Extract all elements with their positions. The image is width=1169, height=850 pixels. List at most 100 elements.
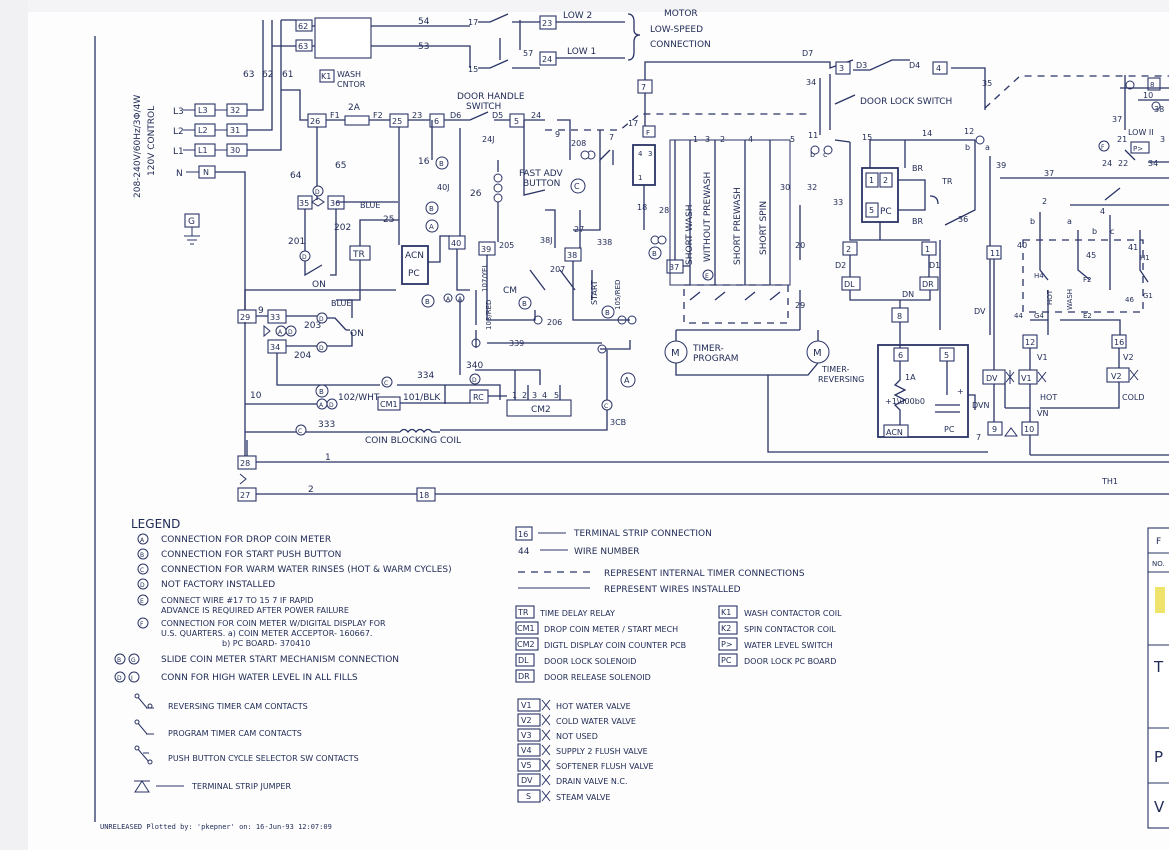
- svg-text:15: 15: [468, 65, 478, 74]
- svg-text:V3: V3: [521, 731, 532, 740]
- svg-text:4: 4: [748, 135, 753, 144]
- svg-text:27: 27: [240, 491, 250, 500]
- svg-text:B: B: [140, 552, 144, 559]
- svg-text:3: 3: [532, 391, 537, 400]
- svg-text:b: b: [965, 143, 970, 152]
- low-speed-switches: 17 15 23 24 57 LOW 2 LOW 1 MOTOR LOW-SPE…: [457, 9, 711, 112]
- svg-text:PC: PC: [408, 269, 420, 279]
- svg-text:22: 22: [1118, 159, 1128, 168]
- svg-text:2: 2: [846, 245, 851, 254]
- svg-text:2: 2: [720, 135, 725, 144]
- svg-text:34: 34: [270, 343, 280, 352]
- svg-text:5: 5: [554, 391, 559, 400]
- svg-text:V4: V4: [521, 746, 532, 755]
- svg-text:D4: D4: [909, 61, 920, 70]
- svg-text:V2: V2: [521, 716, 532, 725]
- svg-text:E: E: [705, 273, 709, 280]
- coin-meter-wiring: C 334 B A D 102/WHT CM1 101/BLK RC 340 D…: [245, 300, 636, 446]
- svg-text:46: 46: [1125, 296, 1134, 304]
- svg-text:10: 10: [250, 391, 262, 401]
- svg-text:334: 334: [417, 371, 434, 381]
- svg-text:D: D: [288, 329, 293, 336]
- svg-text:37: 37: [669, 263, 679, 272]
- svg-text:CM: CM: [503, 286, 517, 296]
- svg-text:37: 37: [1112, 115, 1122, 124]
- svg-text:A: A: [429, 223, 434, 231]
- legend: LEGEND A CONNECTION FOR DROP COIN METER …: [114, 517, 842, 803]
- svg-text:F1: F1: [330, 111, 340, 120]
- svg-text:REPRESENT INTERNAL TIMER CONNE: REPRESENT INTERNAL TIMER CONNECTIONS: [604, 569, 805, 579]
- svg-text:C: C: [604, 403, 608, 410]
- svg-text:3: 3: [1160, 135, 1165, 144]
- svg-text:CM2: CM2: [517, 640, 535, 649]
- svg-text:4: 4: [936, 64, 941, 73]
- svg-text:LOW 2: LOW 2: [563, 11, 592, 21]
- svg-text:32: 32: [230, 106, 240, 115]
- supply-voltage-label: 208-240V/60Hz/3Φ/4W: [133, 95, 143, 198]
- line-n-label: N: [176, 169, 183, 179]
- svg-text:BLUE: BLUE: [360, 201, 380, 210]
- svg-text:C: C: [298, 428, 302, 435]
- svg-text:16: 16: [518, 530, 528, 539]
- right-circuits: 37 8 10 38 F 21 LOW II P> 24 22 34 3 37 …: [1000, 75, 1169, 335]
- svg-text:2: 2: [308, 485, 314, 495]
- svg-text:HOT: HOT: [1040, 393, 1057, 402]
- svg-text:6: 6: [898, 351, 903, 360]
- svg-text:44: 44: [1014, 312, 1023, 320]
- svg-text:30: 30: [780, 183, 790, 192]
- svg-text:START: START: [590, 280, 599, 305]
- title-block: F NO. T P V: [1147, 527, 1169, 829]
- svg-text:CONNECT WIRE #17 TO 15 7 IF RA: CONNECT WIRE #17 TO 15 7 IF RAPID: [161, 596, 313, 605]
- svg-text:38: 38: [1154, 105, 1164, 114]
- svg-text:CONNECTION FOR WARM WATER RINS: CONNECTION FOR WARM WATER RINSES (HOT & …: [161, 565, 452, 575]
- svg-text:PROGRAM: PROGRAM: [693, 354, 739, 364]
- svg-text:E2: E2: [1083, 312, 1092, 320]
- svg-text:DRAIN VALVE N.C.: DRAIN VALVE N.C.: [556, 777, 628, 786]
- svg-text:333: 333: [318, 420, 335, 430]
- svg-text:B: B: [429, 205, 434, 213]
- svg-text:25: 25: [383, 215, 394, 225]
- svg-text:D6: D6: [450, 111, 461, 120]
- svg-text:28: 28: [240, 459, 250, 468]
- svg-text:COIN BLOCKING COIL: COIN BLOCKING COIL: [365, 436, 461, 446]
- svg-text:CONNECTION: CONNECTION: [650, 40, 711, 50]
- svg-text:B: B: [522, 300, 527, 308]
- svg-text:D: D: [315, 189, 320, 196]
- svg-text:SHORT SPIN: SHORT SPIN: [759, 201, 769, 255]
- svg-text:K1: K1: [721, 608, 731, 617]
- svg-text:6: 6: [434, 117, 439, 126]
- svg-text:18: 18: [419, 491, 429, 500]
- svg-text:TIME DELAY RELAY: TIME DELAY RELAY: [539, 609, 615, 618]
- svg-text:TH1: TH1: [1101, 477, 1118, 486]
- svg-text:P: P: [1154, 748, 1163, 766]
- svg-text:CM2: CM2: [531, 405, 551, 415]
- svg-text:38J: 38J: [540, 236, 553, 245]
- svg-text:SUPPLY 2 FLUSH VALVE: SUPPLY 2 FLUSH VALVE: [556, 747, 648, 756]
- svg-text:D: D: [319, 316, 324, 323]
- svg-text:57: 57: [523, 49, 533, 58]
- svg-text:5: 5: [869, 206, 874, 215]
- svg-text:MOTOR: MOTOR: [664, 9, 698, 19]
- svg-text:35: 35: [982, 79, 992, 88]
- svg-text:101/BLK: 101/BLK: [403, 393, 441, 403]
- svg-text:V2: V2: [1111, 372, 1122, 381]
- svg-text:DROP COIN METER / START MECH: DROP COIN METER / START MECH: [544, 625, 678, 634]
- svg-text:4: 4: [1100, 207, 1105, 216]
- svg-text:b) PC BOARD- 370410: b) PC BOARD- 370410: [222, 639, 310, 648]
- svg-text:CONNECTION FOR DROP COIN METER: CONNECTION FOR DROP COIN METER: [161, 535, 331, 545]
- svg-text:B: B: [439, 160, 444, 168]
- svg-text:A: A: [319, 402, 324, 409]
- svg-text:40: 40: [1017, 241, 1027, 250]
- svg-text:36: 36: [958, 215, 968, 224]
- svg-text:CONNECTION FOR START PUSH BUTT: CONNECTION FOR START PUSH BUTTON: [161, 550, 341, 560]
- svg-text:D: D: [319, 345, 324, 352]
- svg-text:WASH CONTACTOR COIL: WASH CONTACTOR COIL: [744, 609, 842, 618]
- svg-text:SOFTENER FLUSH VALVE: SOFTENER FLUSH VALVE: [556, 762, 654, 771]
- svg-text:B: B: [117, 657, 121, 664]
- svg-text:12: 12: [1025, 338, 1035, 347]
- svg-text:53: 53: [418, 42, 429, 52]
- svg-text:45: 45: [1086, 251, 1096, 260]
- svg-text:P>: P>: [1133, 145, 1143, 153]
- svg-text:36: 36: [330, 199, 340, 208]
